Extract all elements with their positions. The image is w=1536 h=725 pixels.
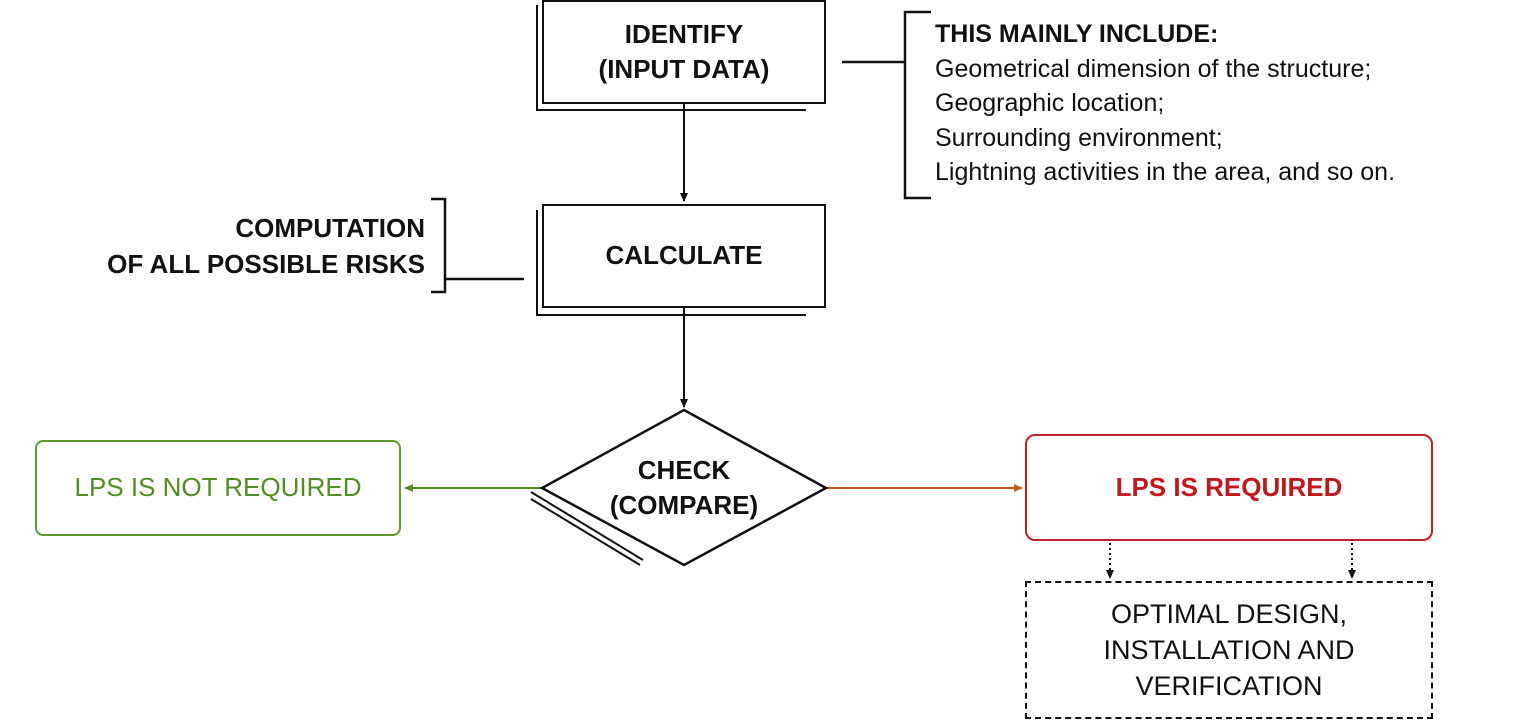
optimal-line-2: INSTALLATION AND bbox=[1103, 635, 1355, 665]
identify-shadow-bottom bbox=[536, 109, 806, 111]
computation-line-2: OF ALL POSSIBLE RISKS bbox=[107, 249, 425, 279]
not-required-box: LPS IS NOT REQUIRED bbox=[35, 440, 401, 536]
required-box: LPS IS REQUIRED bbox=[1025, 434, 1433, 541]
optimal-line-1: OPTIMAL DESIGN, bbox=[1110, 599, 1348, 629]
check-diamond bbox=[539, 408, 829, 567]
calculate-box: CALCULATE bbox=[542, 204, 826, 308]
diamond-shadow-1 bbox=[530, 491, 644, 561]
optimal-line-3: VERIFICATION bbox=[1135, 671, 1323, 701]
calculate-shadow-left bbox=[536, 210, 538, 316]
calculate-shadow-bottom bbox=[536, 314, 806, 316]
input-list-item: Surrounding environment; bbox=[935, 123, 1223, 152]
identify-sublabel: (INPUT DATA) bbox=[598, 54, 770, 84]
identify-label: IDENTIFY bbox=[624, 18, 744, 49]
check-line-1: CHECK bbox=[637, 455, 731, 485]
diamond-shadow-2 bbox=[530, 498, 641, 566]
required-label: LPS IS REQUIRED bbox=[1115, 471, 1343, 502]
computation-line-1: COMPUTATION bbox=[235, 213, 425, 243]
calculate-label: CALCULATE bbox=[605, 240, 763, 271]
input-list-heading: THIS MAINLY INCLUDE: bbox=[935, 20, 1219, 48]
bracket-computation bbox=[431, 197, 447, 294]
bracket-input-list bbox=[903, 10, 931, 200]
identify-box: IDENTIFY (INPUT DATA) bbox=[542, 0, 826, 104]
input-list-item: Lightning activities in the area, and so… bbox=[935, 158, 1396, 186]
identify-shadow-left bbox=[536, 5, 538, 111]
input-list-item: Geographic location; bbox=[935, 89, 1165, 117]
computation-annotation: COMPUTATION OF ALL POSSIBLE RISKS bbox=[40, 210, 425, 282]
optimal-design-box: OPTIMAL DESIGN, INSTALLATION AND VERIFIC… bbox=[1025, 581, 1433, 719]
not-required-label: LPS IS NOT REQUIRED bbox=[74, 472, 362, 503]
input-list: THIS MAINLY INCLUDE: Geometrical dimensi… bbox=[935, 17, 1505, 190]
check-line-2: (COMPARE) bbox=[609, 490, 759, 520]
check-label: CHECK (COMPARE) bbox=[584, 453, 784, 523]
input-list-item: Geometrical dimension of the structure; bbox=[935, 54, 1372, 83]
